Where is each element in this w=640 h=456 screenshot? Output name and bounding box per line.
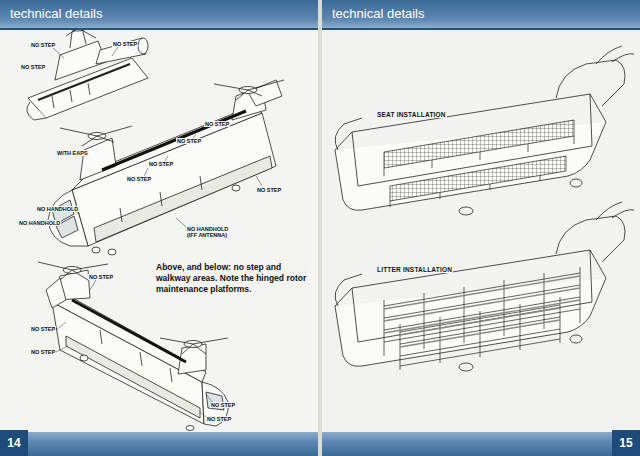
troop-seat-rows <box>384 120 574 207</box>
troop-seat-rows <box>384 136 574 207</box>
callout-label: NO HANDHOLD <box>36 206 79 212</box>
page-number-box: 15 <box>612 430 640 456</box>
chinook-no-step-top-view <box>120 176 202 222</box>
cabin-cutaway-outline <box>335 46 634 215</box>
chinook-no-step-top-view <box>92 247 100 253</box>
callout-label: NO STEP <box>30 42 56 48</box>
page-number: 15 <box>619 436 632 450</box>
callout-leader-lines <box>206 394 212 402</box>
cabin-cutaway-outline <box>596 46 634 64</box>
chinook-no-step-side-view <box>72 300 186 362</box>
callout-leader-lines <box>256 176 262 186</box>
chinook-no-step-top-view <box>48 80 284 255</box>
callout-leader-lines <box>52 47 64 58</box>
page-ground <box>0 432 318 456</box>
page-number-box: 14 <box>0 430 28 456</box>
chinook-no-step-side-view <box>80 355 88 361</box>
callout-label: NO STEP <box>30 326 56 332</box>
litter-stanchions <box>384 267 580 370</box>
callout-label: NO STEP <box>210 402 236 408</box>
chinook-no-step-side-view <box>100 330 172 382</box>
callout-leader-lines <box>90 280 96 290</box>
cabin-cutaway-outline <box>556 60 625 106</box>
cabin-cutaway-outline <box>335 118 362 150</box>
eaps-closeup-drawing <box>138 38 148 54</box>
chinook-no-step-top-view <box>48 190 88 246</box>
chinook-no-step-side-view <box>46 278 66 308</box>
cabin-cutaway-outline <box>459 207 473 215</box>
callout-leader-lines <box>112 47 118 56</box>
chinook-no-step-side-view <box>186 426 194 431</box>
callout-label: NO STEP <box>20 64 46 70</box>
eaps-closeup-drawing <box>52 83 90 108</box>
view-title: SEAT INSTALLATION <box>376 111 447 118</box>
chinook-no-step-top-view <box>214 80 284 100</box>
litter-stanchions <box>384 267 580 356</box>
callout-label: NO STEP <box>112 41 138 47</box>
chinook-no-step-top-view <box>232 185 240 191</box>
callout-label: NO HANDHOLD (IFF ANTENNA) <box>186 226 232 239</box>
cabin-cutaway-outline <box>570 179 582 187</box>
chinook-no-step-top-view <box>102 111 246 170</box>
litter-stanchions <box>384 273 580 342</box>
litter-stanchions <box>384 276 580 347</box>
header-text: technical details <box>0 0 103 28</box>
header-band: technical details <box>322 0 640 30</box>
page-ground <box>0 0 319 456</box>
troop-seat-rows <box>390 156 566 201</box>
header-text: technical details <box>322 0 425 28</box>
chinook-no-step-top-view <box>60 126 132 146</box>
chinook-no-step-top-view <box>72 113 276 246</box>
view-title: LITTER INSTALLATION <box>376 266 453 273</box>
chinook-no-step-side-view <box>160 338 228 354</box>
chinook-no-step-side-view <box>52 292 206 382</box>
eaps-closeup-drawing <box>27 102 46 120</box>
callout-leader-lines <box>52 47 262 417</box>
callout-leader-lines <box>56 346 68 352</box>
callout-label: NO STEP <box>256 187 282 193</box>
chinook-no-step-top-view <box>108 249 116 255</box>
callout-label: NO STEP <box>88 274 114 280</box>
page-ground <box>321 0 640 456</box>
callout-label: NO STEP <box>204 121 230 127</box>
chinook-no-step-top-view <box>94 156 272 242</box>
header-band: technical details <box>0 0 318 30</box>
page-ground <box>318 0 322 456</box>
eaps-closeup-drawing <box>38 64 130 100</box>
figure-caption: Above, and below: no step and walkway ar… <box>156 262 308 295</box>
chinook-no-step-side-view <box>66 336 200 418</box>
callout-label: NO STEP <box>176 138 202 144</box>
callout-label: NO STEP <box>126 176 152 182</box>
callout-leader-lines <box>176 218 186 227</box>
callout-label: WITH EAPS <box>56 150 89 156</box>
callout-label: NO STEP <box>206 416 232 422</box>
callout-leader-lines <box>56 322 66 330</box>
callout-label: NO HANDHOLD <box>18 220 61 226</box>
callout-label: NO STEP <box>148 161 174 167</box>
chinook-no-step-top-view <box>80 138 116 180</box>
page-ground <box>322 432 640 456</box>
cabin-cutaway-outline <box>335 202 634 371</box>
callout-label: NO STEP <box>30 349 56 355</box>
page-number: 14 <box>7 436 20 450</box>
